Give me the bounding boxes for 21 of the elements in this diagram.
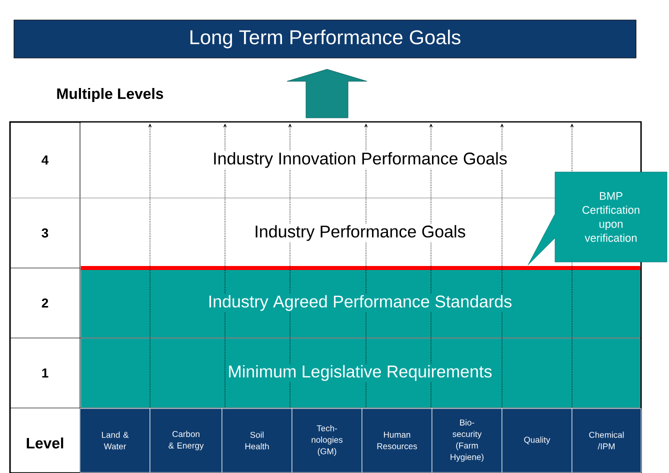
category-cell: Carbon & Energy [150, 408, 222, 473]
goal-text: Industry Innovation Performance Goals [212, 151, 508, 169]
level-number: 1 [42, 368, 48, 378]
category-cell: Bio-security (Farm Hygiene) [432, 408, 502, 473]
level-number: 4 [42, 156, 49, 164]
level-label: Level [26, 437, 64, 448]
goal-text: Minimum Legislative Requirements [226, 364, 494, 382]
goal-text: Industry Performance Goals [253, 224, 467, 242]
category-cell: Soil Health [222, 408, 292, 473]
level-number: 2 [42, 298, 48, 308]
category-cell: Chemical /IPM [572, 408, 642, 473]
heading-text: Multiple Levels [57, 88, 164, 102]
callout-box: BMP Certification upon verification [528, 172, 668, 266]
title-banner: Long Term Performance Goals [14, 20, 636, 58]
category-cell: Human Resources [362, 408, 432, 473]
category-cell: Tech-nologies (GM) [292, 408, 362, 473]
level-number: 3 [42, 228, 48, 238]
category-cell: Quality [502, 408, 572, 473]
block-arrow [286, 69, 368, 118]
goal-text: Industry Agreed Performance Standards [206, 294, 514, 312]
category-cell: Land & Water [80, 408, 150, 473]
